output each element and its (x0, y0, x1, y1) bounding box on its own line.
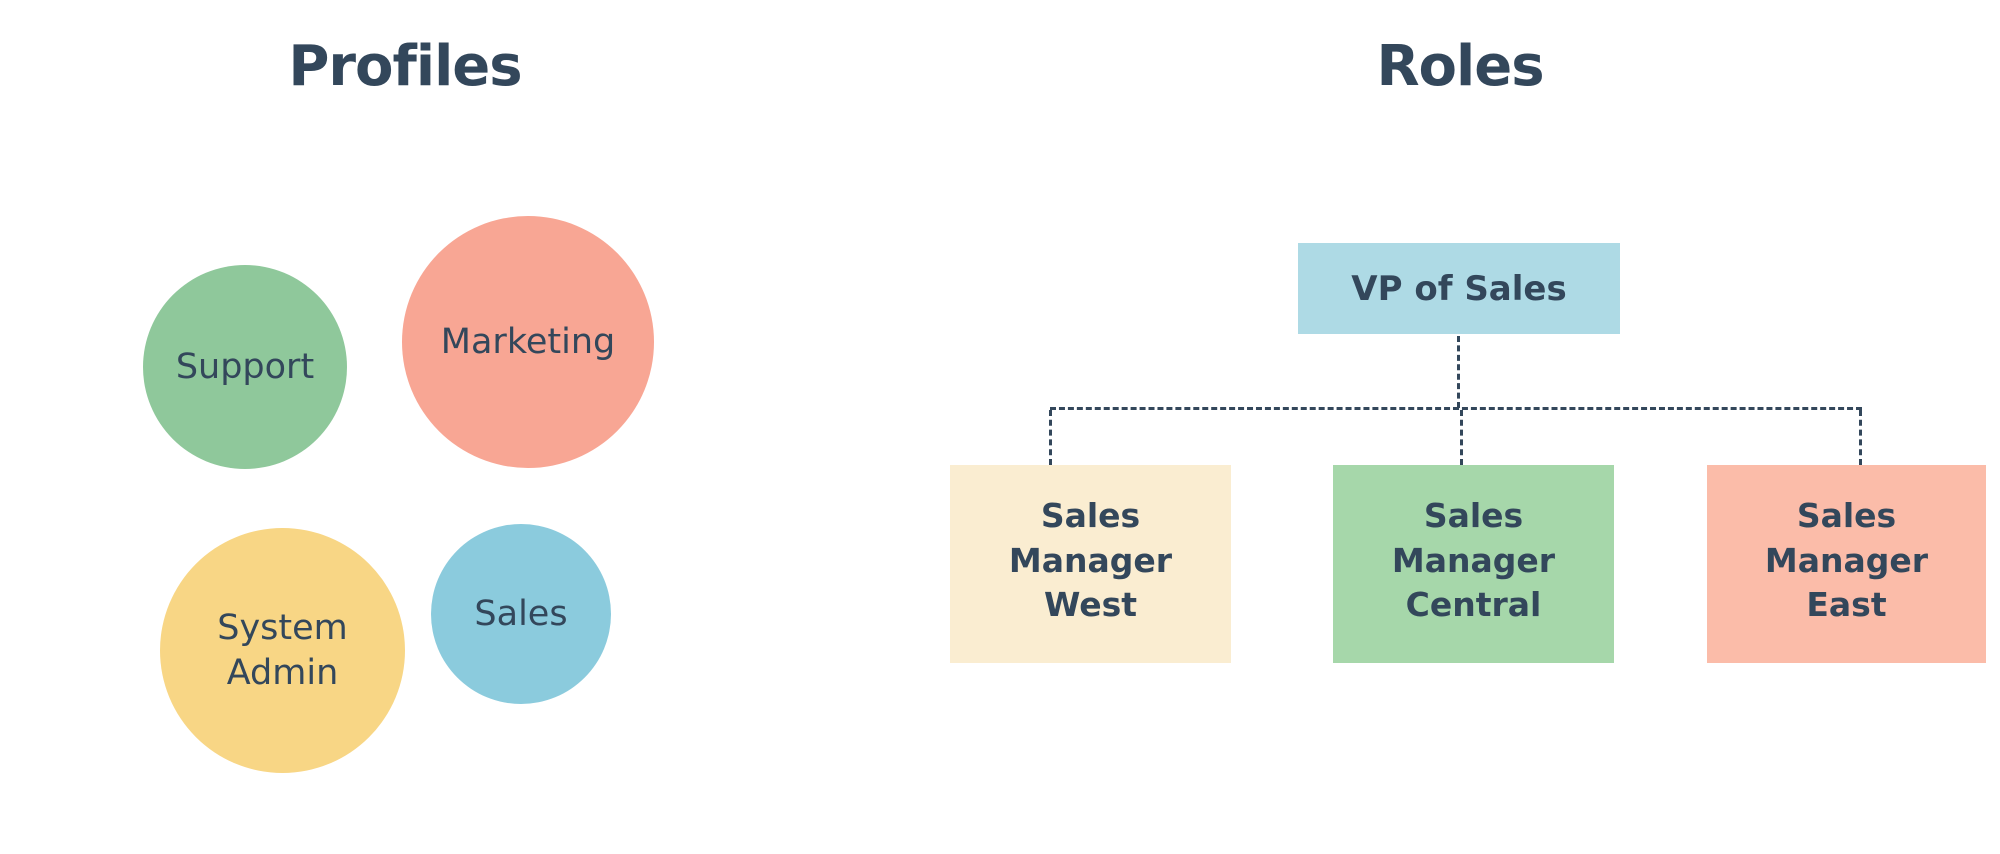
role-box-sales-manager-west-label: Sales Manager West (1008, 496, 1173, 625)
profile-circle-support-label: Support (175, 346, 315, 387)
role-box-sales-manager-west: Sales Manager West (950, 465, 1231, 663)
role-box-sales-manager-central: Sales Manager Central (1333, 465, 1614, 663)
role-box-sales-manager-central-label: Sales Manager Central (1391, 496, 1556, 625)
connector-to-east-box (1859, 410, 1862, 465)
profile-circle-sales-label: Sales (474, 593, 568, 634)
profiles-section-title: Profiles (288, 34, 522, 99)
profile-circle-sales: Sales (431, 524, 611, 704)
role-box-vp-of-sales: VP of Sales (1298, 243, 1620, 334)
connector-vp-to-horizontal (1457, 336, 1460, 408)
profile-circle-system-admin: System Admin (160, 528, 405, 773)
profile-circle-marketing: Marketing (402, 216, 654, 468)
connector-to-west-box (1049, 410, 1052, 465)
role-box-sales-manager-east-label: Sales Manager East (1764, 496, 1929, 625)
profile-circle-marketing-label: Marketing (440, 321, 616, 362)
roles-section-title: Roles (1376, 34, 1544, 99)
profile-circle-system-admin-label: System Admin (217, 608, 348, 693)
role-box-vp-of-sales-label: VP of Sales (1351, 268, 1567, 309)
connector-horizontal-line (1050, 407, 1862, 410)
role-box-sales-manager-east: Sales Manager East (1707, 465, 1986, 663)
profile-circle-support: Support (143, 265, 347, 469)
connector-to-central-box (1460, 410, 1463, 465)
